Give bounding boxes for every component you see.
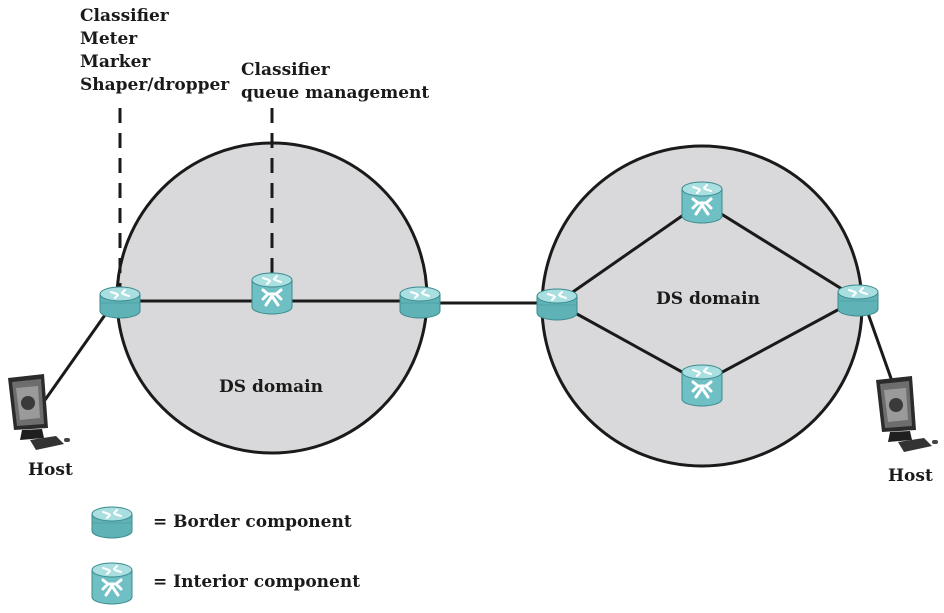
interior-router-right-top [680, 180, 724, 225]
interior-router-left [250, 271, 294, 316]
host-left-label: Host [28, 460, 73, 480]
border-function-marker: Marker [80, 52, 151, 72]
legend-border-label: = Border component [153, 512, 352, 532]
ds-domain-right-label: DS domain [656, 289, 760, 309]
network-links [43, 200, 900, 401]
border-router-right-egress [837, 284, 879, 317]
interior-function-classifier: Classifier [241, 60, 330, 80]
border-function-meter: Meter [80, 29, 138, 49]
legend-interior-label: = Interior component [153, 572, 361, 592]
host-left-icon [8, 374, 70, 450]
border-function-classifier: Classifier [80, 6, 169, 26]
border-router-right-ingress [536, 288, 578, 321]
legend-border-icon [91, 506, 133, 539]
host-right-icon [876, 376, 938, 452]
host-right-label: Host [888, 466, 933, 486]
interior-functions-label: Classifier queue management [241, 59, 429, 105]
border-router-left [99, 286, 141, 319]
legend-interior-icon [90, 561, 134, 606]
border-router-left-egress [399, 286, 441, 319]
interior-function-queue-management: queue management [241, 83, 430, 103]
border-function-shaper-dropper: Shaper/dropper [80, 75, 230, 95]
border-functions-label: Classifier Meter Marker Shaper/dropper [80, 5, 229, 97]
interior-router-right-bottom [680, 363, 724, 408]
ds-domain-left-label: DS domain [219, 377, 323, 397]
